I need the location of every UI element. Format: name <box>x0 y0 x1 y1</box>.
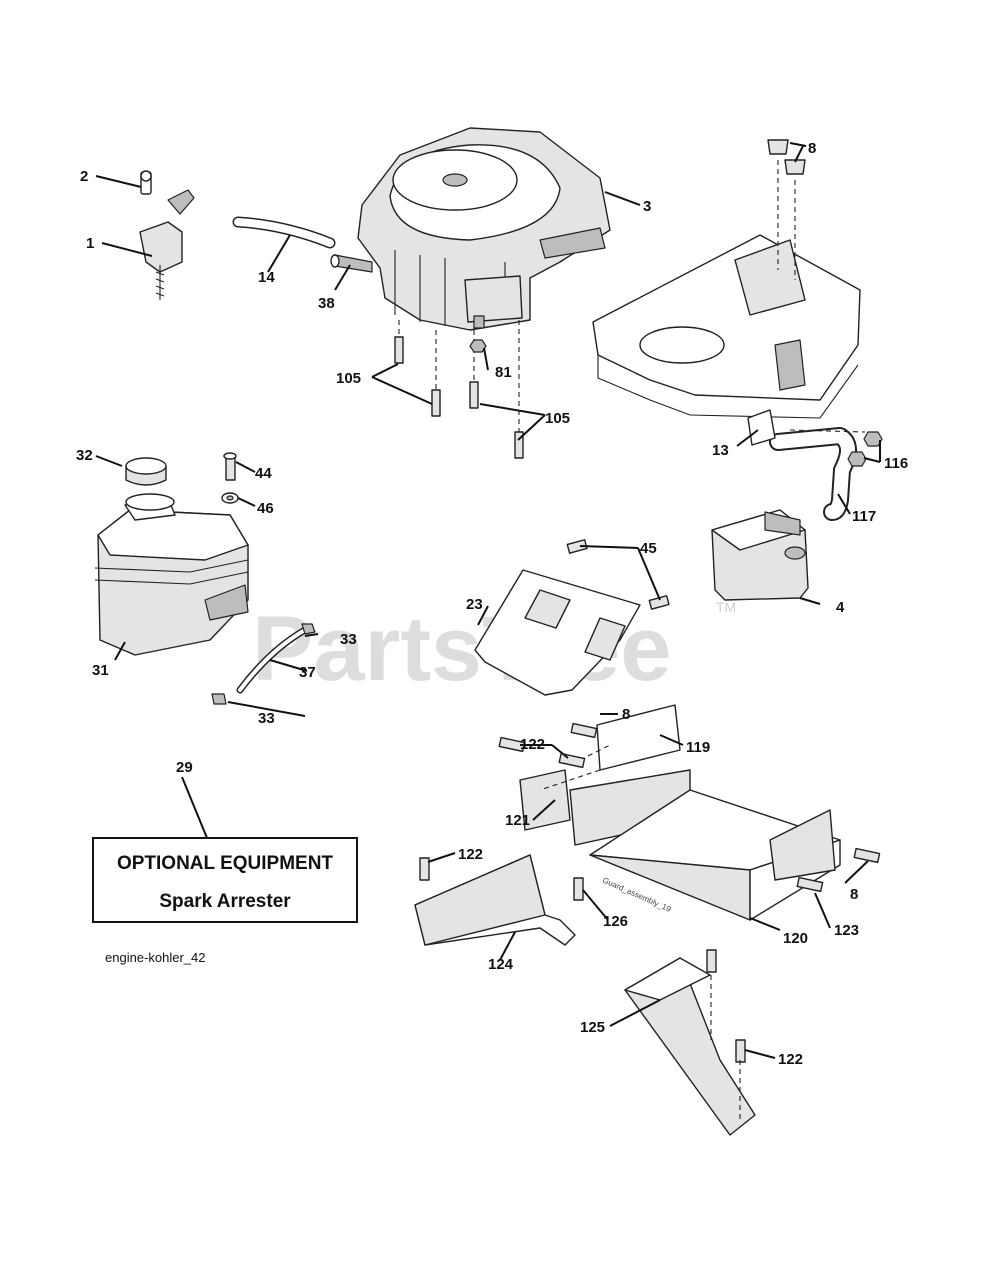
callout-121: 121 <box>505 812 530 829</box>
muffler-part <box>711 509 809 601</box>
guard-assembly-part <box>519 704 841 921</box>
watermark-tm: TM <box>716 599 736 615</box>
callout-122-bottom: 122 <box>778 1051 803 1068</box>
heat-shield-part <box>474 539 670 696</box>
callout-120: 120 <box>783 930 808 947</box>
callout-45: 45 <box>640 540 657 557</box>
callout-119: 119 <box>686 739 710 756</box>
exhaust-pipe-part <box>747 409 883 521</box>
frame-part <box>592 139 861 419</box>
fuel-tank-part <box>94 493 249 656</box>
throttle-control-part <box>139 170 195 300</box>
fitting-part <box>330 254 373 273</box>
callout-1: 1 <box>86 235 94 252</box>
small-screws-part <box>419 722 881 1063</box>
callout-38: 38 <box>318 295 335 312</box>
optional-equipment-box: OPTIONAL EQUIPMENT Spark Arrester <box>92 837 358 923</box>
callout-37: 37 <box>299 664 316 681</box>
callout-29: 29 <box>176 759 193 776</box>
optional-equipment-subtitle: Spark Arrester <box>159 891 291 912</box>
deflector-124-part <box>414 854 576 946</box>
callout-126: 126 <box>603 913 628 930</box>
fuel-cap-part <box>125 457 167 486</box>
diagram-reference: engine-kohler_42 <box>105 950 205 965</box>
callout-117: 117 <box>852 508 876 525</box>
callout-8-mid: 8 <box>622 706 630 723</box>
callout-125: 125 <box>580 1019 605 1036</box>
callout-81: 81 <box>495 364 512 381</box>
fuel-line-part <box>232 216 336 249</box>
callout-124: 124 <box>488 956 514 973</box>
callout-31: 31 <box>92 662 109 679</box>
callout-33-bottom: 33 <box>258 710 275 727</box>
callout-105-left: 105 <box>336 370 361 387</box>
callout-122-left: 122 <box>458 846 483 863</box>
engine-part <box>357 127 611 331</box>
callout-46: 46 <box>257 500 274 517</box>
callout-4: 4 <box>836 599 845 616</box>
leader-lines <box>95 142 881 1059</box>
tank-screw-part <box>221 452 239 504</box>
callout-123: 123 <box>834 922 859 939</box>
callout-8-top: 8 <box>808 140 816 157</box>
callout-8-right: 8 <box>850 886 858 903</box>
callout-32: 32 <box>76 447 93 464</box>
engine-bolts-part <box>394 320 524 459</box>
callout-33-top: 33 <box>340 631 357 648</box>
callout-122-top: 122 <box>520 736 545 753</box>
callout-44: 44 <box>255 465 272 482</box>
tank-fuel-line-part <box>211 623 316 705</box>
callout-116: 116 <box>884 455 908 472</box>
callout-13: 13 <box>712 442 729 459</box>
callout-105-right: 105 <box>545 410 570 427</box>
callout-3: 3 <box>643 198 651 215</box>
callout-23: 23 <box>466 596 483 613</box>
optional-equipment-title: OPTIONAL EQUIPMENT <box>117 853 333 874</box>
callout-2: 2 <box>80 168 88 185</box>
callout-14: 14 <box>258 269 275 286</box>
